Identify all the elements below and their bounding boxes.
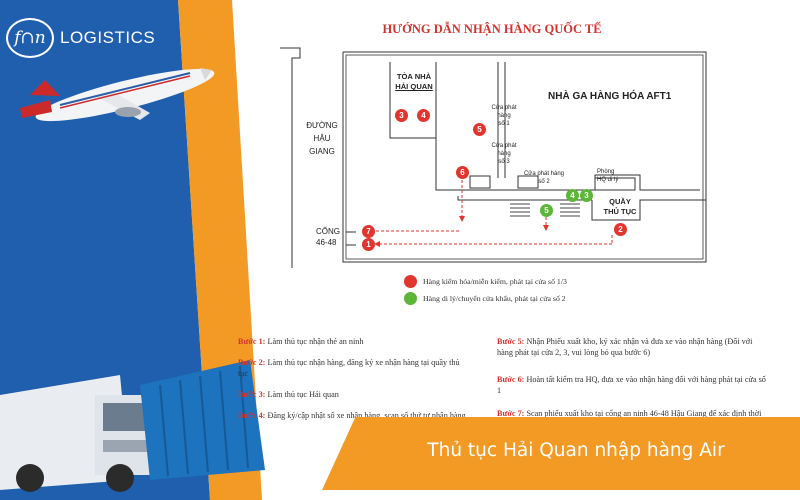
title-banner: [322, 417, 800, 490]
brand-logo-mark: f∩n: [6, 18, 54, 58]
step-label: Bước 7:: [497, 409, 525, 418]
hq-room-label: Phòng HQ di lý: [597, 168, 637, 184]
door3-line: Cửa phát hàng: [491, 143, 517, 157]
diagram-title: HƯỚNG DẪN NHẬN HÀNG QUỐC TẾ: [382, 22, 602, 36]
legend-item-green: Hàng di lý/chuyển cửa khẩu, phát tại cửa…: [404, 292, 566, 305]
step-3: Bước 3: Làm thủ tục Hải quan: [238, 389, 468, 400]
customs-building-line: TÒA NHÀ: [396, 72, 432, 81]
brand-logo: f∩n LOGISTICS: [6, 18, 155, 58]
marker-5-green: 5: [540, 204, 553, 217]
brand-name: LOGISTICS: [60, 28, 156, 47]
marker-3-green: 3: [580, 189, 593, 202]
counter-label: QUẦY THỦ TỤC: [598, 197, 642, 217]
street-label-line: ĐƯỜNG: [306, 121, 338, 130]
step-6: Bước 6: Hoàn tất kiểm tra HQ, đưa xe vào…: [497, 374, 767, 396]
legend-item-red: Hàng kiểm hóa/miễn kiểm, phát tại cửa số…: [404, 275, 567, 288]
marker-3: 3: [395, 109, 408, 122]
door2-line: số 2: [538, 179, 550, 185]
street-label-line: GIANG: [309, 147, 335, 156]
marker-7: 7: [362, 225, 375, 238]
step-text: Đăng ký/cập nhật số xe nhận hàng, scan s…: [267, 411, 466, 420]
step-text: Làm thủ tục nhận thẻ an ninh: [267, 337, 364, 346]
banner-title: Thủ tục Hải Quan nhập hàng Air: [427, 440, 725, 461]
street-label-line: HẬU: [313, 134, 331, 143]
marker-4: 4: [417, 109, 430, 122]
door2-line: Cửa phát hàng: [523, 171, 565, 177]
customs-building-line: HẢI QUAN: [395, 82, 433, 91]
marker-1: 1: [362, 238, 375, 251]
door1-label: Cửa phát hàng số 1: [484, 104, 524, 128]
gate-line: CỔNG: [316, 227, 340, 236]
terminal-label: NHÀ GA HÀNG HÓA AFT1: [548, 91, 672, 102]
legend-text: Hàng kiểm hóa/miễn kiểm, phát tại cửa số…: [423, 277, 567, 286]
street-label: ĐƯỜNG HẬU GIANG: [305, 119, 339, 158]
legend-swatch-red: [404, 275, 417, 288]
gate-label: CỔNG 46-48: [316, 226, 340, 248]
door2-label: Cửa phát hàng số 2: [522, 170, 566, 186]
counter-line: THỦ TỤC: [603, 207, 637, 216]
step-text: Làm thủ tục Hải quan: [267, 390, 339, 399]
step-label: Bước 2:: [238, 358, 266, 367]
hq-room-line: HQ di lý: [597, 177, 619, 183]
step-label: Bước 3:: [238, 390, 266, 399]
marker-2: 2: [614, 223, 627, 236]
step-4: Bước 4: Đăng ký/cập nhật số xe nhận hàng…: [238, 410, 468, 421]
step-5: Bước 5: Nhận Phiếu xuất kho, ký xác nhận…: [497, 336, 767, 358]
step-text: Nhận Phiếu xuất kho, ký xác nhận và đưa …: [497, 337, 753, 357]
airplane-illustration: [20, 68, 215, 122]
marker-5: 5: [473, 123, 486, 136]
gate-line: 46-48: [316, 238, 337, 247]
step-text: Làm thủ tục nhận hàng, đăng ký xe nhận h…: [238, 358, 460, 378]
step-label: Bước 6:: [497, 375, 525, 384]
customs-building-label: TÒA NHÀ HẢI QUAN: [392, 72, 436, 92]
legend-text: Hàng di lý/chuyển cửa khẩu, phát tại cửa…: [423, 294, 566, 303]
counter-line: QUẦY: [609, 197, 631, 206]
hq-room-line: Phòng: [597, 169, 615, 175]
step-1: Bước 1: Làm thủ tục nhận thẻ an ninh: [238, 336, 468, 347]
legend-swatch-green: [404, 292, 417, 305]
marker-6: 6: [456, 166, 469, 179]
door3-line: số 3: [498, 159, 510, 165]
step-2: Bước 2: Làm thủ tục nhận hàng, đăng ký x…: [238, 357, 468, 379]
step-label: Bước 1:: [238, 337, 266, 346]
door1-line: Cửa phát hàng: [491, 105, 517, 119]
marker-4-green: 4: [566, 189, 579, 202]
truck-illustration: [0, 360, 265, 492]
door3-label: Cửa phát hàng số 3: [484, 142, 524, 166]
step-label: Bước 5:: [497, 337, 525, 346]
step-text: Hoàn tất kiểm tra HQ, đưa xe vào nhận hà…: [497, 375, 766, 395]
door1-line: số 1: [498, 121, 510, 127]
step-label: Bước 4:: [238, 411, 266, 420]
